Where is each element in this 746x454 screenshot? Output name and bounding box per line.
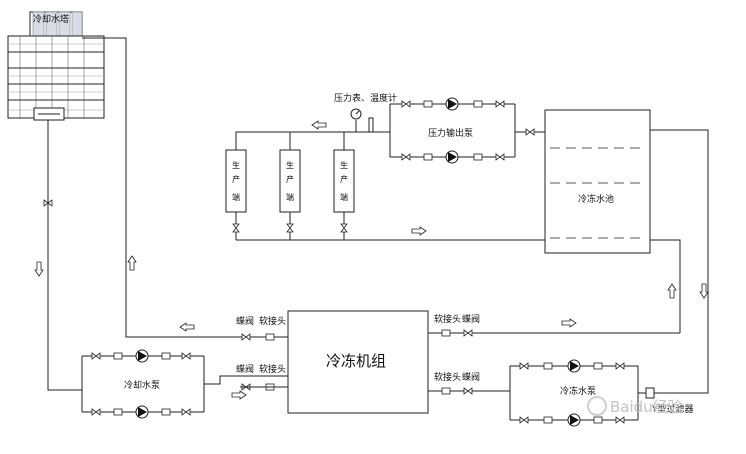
watermark: Baidu经验 <box>587 396 683 416</box>
pump-icon <box>567 413 581 427</box>
production-char-3c: 端 <box>340 192 348 202</box>
chiller-left-connections: 蝶阀 软接头 蝶阀 软接头 <box>236 315 288 391</box>
production-end-2: 生 产 端 <box>279 149 301 240</box>
production-char-1c: 生 <box>340 160 348 170</box>
flex-joint-label-3: 软接头 <box>434 313 461 325</box>
chiller-right-connections: 软接头 蝶阀 软接头 蝶阀 <box>428 313 680 395</box>
arrow-right-icon-3 <box>411 226 427 236</box>
arrow-down-icon <box>34 261 44 277</box>
pump-icon <box>445 97 459 111</box>
watermark-text: Baidu经验 <box>610 398 683 416</box>
pressure-pump-label: 压力输出泵 <box>428 127 473 139</box>
chiller-unit: 冷冻机组 <box>287 310 429 414</box>
production-char-2b: 产 <box>286 174 294 184</box>
production-char-2: 产 <box>232 174 240 184</box>
arrow-down-icon-2 <box>699 283 709 299</box>
butterfly-valve-label-2: 蝶阀 <box>236 363 254 375</box>
chiller-unit-label: 冷冻机组 <box>326 352 386 370</box>
cooling-tower: 冷却水塔 <box>7 11 105 121</box>
pump-icon <box>445 150 459 164</box>
butterfly-valve-label-4: 蝶阀 <box>462 371 480 383</box>
arrow-left-icon <box>179 322 195 332</box>
flex-joint-label-4: 软接头 <box>434 371 461 383</box>
production-end-3: 生 产 端 <box>333 149 355 240</box>
production-char-1b: 生 <box>286 160 294 170</box>
y-filter-icon <box>645 387 655 399</box>
cooling-pump-label: 冷却水泵 <box>124 379 160 391</box>
chilled-water-tank: 冷冻水池 <box>544 109 681 333</box>
y-filter-label: Y型过滤器 <box>651 403 694 415</box>
cooling-tower-label: 冷却水塔 <box>33 13 69 25</box>
chilled-pump-group: 冷冻水泵 Y型过滤器 <box>509 129 709 427</box>
flex-joint-label: 软接头 <box>259 315 286 327</box>
chilled-pump-label: 冷冻水泵 <box>560 385 596 397</box>
chilled-tank-label: 冷冻水池 <box>578 193 614 205</box>
flex-joint-label-2: 软接头 <box>259 363 286 375</box>
production-char-3b: 端 <box>286 192 294 202</box>
cooling-water-piping <box>34 37 240 391</box>
butterfly-valve-label: 蝶阀 <box>236 315 254 327</box>
production-end-1: 生 产 端 <box>225 149 247 240</box>
arrow-right-icon-2 <box>561 318 577 328</box>
production-char-1: 生 <box>232 160 240 170</box>
production-char-3: 端 <box>232 192 240 202</box>
pump-icon <box>567 359 581 373</box>
pressure-pump-group: 压力输出泵 <box>389 97 545 164</box>
arrow-left-icon-2 <box>311 120 327 130</box>
butterfly-valve-label-3: 蝶阀 <box>462 313 480 325</box>
arrow-up-icon-2 <box>667 283 677 299</box>
cooling-pump-group: 冷却水泵 <box>81 349 247 419</box>
arrow-right-icon <box>231 390 247 400</box>
production-char-2c: 产 <box>340 174 348 184</box>
production-return <box>236 226 545 241</box>
production-supply: 压力表、温度计 <box>235 92 397 150</box>
gauges-label: 压力表、温度计 <box>334 92 397 104</box>
pump-icon <box>135 405 149 419</box>
thermometer-icon <box>368 117 374 133</box>
arrow-up-icon <box>127 255 137 271</box>
pump-icon <box>135 349 149 363</box>
